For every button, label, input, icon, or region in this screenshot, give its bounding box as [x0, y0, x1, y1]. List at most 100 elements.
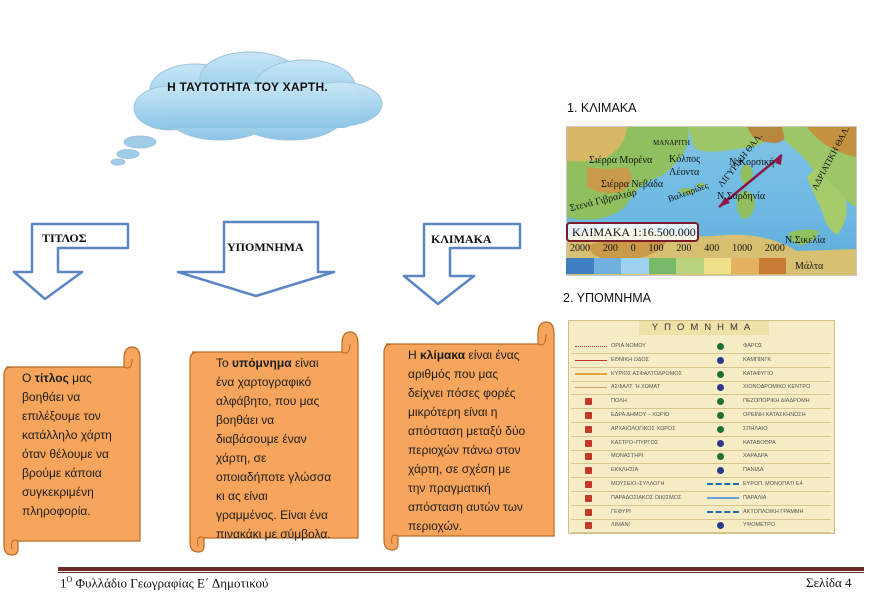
scroll-line: επιλέξουμε τον — [22, 409, 101, 423]
legend-divider — [571, 518, 831, 520]
legend-row-right: ΚΑΤΑΒΟΘΡΑ — [703, 438, 833, 449]
legend-heading: 2. ΥΠΟΜΝΗΜΑ — [563, 291, 651, 305]
elevation-strip — [566, 258, 786, 274]
legend-row-right: ΚΑΤΑΦΥΓΙΟ — [703, 369, 833, 380]
legend-symbol-icon — [703, 424, 743, 435]
map-label: ΜΑΝΑΡΙΤΗ — [653, 139, 690, 147]
map-label: Κόλπος Λέοντα — [669, 154, 701, 178]
legend-symbol-icon — [703, 369, 743, 380]
legend-divider — [571, 463, 831, 465]
map-scale-label: ΚΛΙΜΑΚΑ 1:16.500.000 — [566, 222, 699, 242]
legend-item-label: ΟΡΕΙΝΗ ΚΑΤΑΣΚΗΝΩΣΗ — [743, 412, 806, 418]
legend-symbol-icon — [703, 382, 743, 393]
scroll-line: δείχνει πόσες φορές — [408, 386, 516, 400]
scroll-line: συγκεκριμένη — [22, 485, 94, 499]
scroll-line: βρούμε κάποια — [22, 466, 102, 480]
legend-item-label: ΕΥΡΩΠ. ΜΟΝΟΠΑΤΙ Ε4 — [743, 481, 803, 487]
legend-row-left: ΑΣΦΑΛΤ. Ή ΧΩΜΑΤ — [571, 382, 701, 393]
elevation-number: 0 — [630, 243, 636, 254]
scroll-line: όταν θέλουμε να — [22, 447, 109, 461]
cloud-title: Η ΤΑΥΤΟΤΗΤΑ ΤΟΥ ΧΑΡΤΗ. — [167, 80, 328, 94]
legend-item-label: ΣΠΗΛΑΙΟ — [743, 425, 768, 432]
elevation-swatch — [593, 258, 621, 274]
scroll-line: χάρτη, σε — [216, 451, 267, 465]
legend-symbol-icon — [703, 520, 743, 531]
scroll-line: Η κλίμακα είναι ένας — [408, 348, 520, 362]
scroll-scale-text: Η κλίμακα είναι ένας αριθμός που μας δεί… — [408, 346, 554, 536]
legend-symbol-icon — [571, 369, 611, 380]
elevation-number: 100 — [648, 243, 664, 254]
scroll-line: πινακάκι με σύμβολα. — [216, 527, 331, 541]
legend-item-label: ΕΔΡΑ ΔΗΜΟΥ – ΧΩΡΙΟ — [611, 412, 670, 418]
legend-row-right: ΧΑΡΑΔΡΑ — [703, 451, 833, 462]
scroll-line: αριθμός που μας — [408, 367, 499, 381]
legend-row-right: ΟΡΕΙΝΗ ΚΑΤΑΣΚΗΝΩΣΗ — [703, 410, 833, 421]
scroll-title-panel: Ο τίτλος μας βοηθάει να επιλέξουμε τον κ… — [0, 345, 142, 557]
scroll-line: αλφάβητο, που μας — [216, 394, 320, 408]
scroll-line: διαβάσουμε έναν — [216, 432, 307, 446]
legend-row-right: ΧΙΟΝΟΔΡΟΜΙΚΟ ΚΕΝΤΡΟ — [703, 382, 833, 393]
arrow-label-title: ΤΙΤΛΟΣ — [42, 231, 87, 245]
legend-symbol-icon — [703, 355, 743, 366]
legend-divider — [571, 532, 831, 534]
elevation-swatch — [703, 258, 731, 274]
legend-divider — [571, 435, 831, 437]
legend-item-label: ΧΙΟΝΟΔΡΟΜΙΚΟ ΚΕΝΤΡΟ — [743, 384, 811, 391]
legend-symbol-icon — [703, 479, 743, 490]
arrow-label-scale: ΚΛΙΜΑΚΑ — [431, 232, 492, 246]
legend-row-right: ΣΠΗΛΑΙΟ — [703, 424, 833, 435]
elevation-swatch — [566, 258, 594, 274]
arrow-title-shape — [12, 222, 130, 301]
legend-item-label: ΚΥΡΙΟΣ ΑΣΦΑΛΤΟΔΡΟΜΟΣ — [611, 370, 682, 377]
scroll-line: οποιαδήποτε γλώσσα — [216, 470, 332, 484]
map-label: Ν.Κορσική — [729, 157, 775, 168]
scroll-legend-panel: Το υπόμνημα είναι ένα χαρτογραφικό αλφάβ… — [186, 330, 362, 554]
legend-divider — [571, 504, 831, 506]
legend-item-label: ΠΑΝΙΔΑ — [743, 467, 764, 474]
legend-item-label: ΕΚΚΛΗΣΙΑ — [611, 467, 639, 474]
legend-divider — [571, 380, 831, 382]
legend-row-right: ΕΥΡΩΠ. ΜΟΝΟΠΑΤΙ Ε4 — [703, 479, 833, 490]
scroll-line: την πραγματική — [408, 481, 491, 495]
legend-item-label: ΚΑΜΠΙΝΓΚ — [743, 356, 772, 363]
arrow-legend-shape — [176, 220, 336, 298]
legend-divider — [571, 353, 831, 354]
footer-title: 1Ο Φυλλάδιο Γεωγραφίας Ε΄ Δημοτικού — [60, 575, 268, 591]
scroll-line: χάρτη, σε σχέση με — [408, 462, 511, 476]
legend-item-label: ΚΑΤΑΒΟΘΡΑ — [743, 439, 776, 446]
legend-row-left: ΕΘΝΙΚΗ ΟΔΟΣ — [571, 355, 701, 366]
legend-item-label: ΕΘΝΙΚΗ ΟΔΟΣ — [611, 356, 650, 363]
legend-row-left: ΜΟΥΣΕΙΟ–ΣΥΛΛΟΓΗ — [571, 479, 701, 490]
footer-rule — [58, 567, 864, 571]
scroll-shape — [3, 346, 141, 556]
legend-item-label: ΜΟΥΣΕΙΟ–ΣΥΛΛΟΓΗ — [611, 481, 665, 487]
legend-row-right: ΥΨΟΜΕΤΡΟ — [703, 520, 833, 531]
legend-row-left: ΕΔΡΑ ΔΗΜΟΥ – ΧΩΡΙΟ — [571, 410, 701, 421]
scroll-line: κι ας είναι — [216, 489, 268, 503]
legend-image-title: ΥΠΟΜΝΗΜΑ — [639, 321, 769, 335]
scroll-line: περιοχών. — [408, 519, 463, 533]
elevation-number: 200 — [676, 243, 692, 254]
footer-superscript: Ο — [66, 575, 73, 584]
legend-row-left: ΛΙΜΑΝΙ — [571, 520, 701, 531]
legend-symbol-icon — [571, 410, 611, 421]
legend-row-left: ΟΡΙΑ ΝΟΜΟΥ — [571, 341, 701, 352]
scroll-line: Ο τίτλος μας — [22, 371, 92, 385]
legend-symbol-icon — [571, 438, 611, 449]
cloud-shape — [110, 51, 383, 166]
elevation-numbers: 2000 200 0 100 200 400 1000 2000 — [570, 243, 785, 254]
scroll-line: κατάλληλο χάρτη — [22, 428, 112, 442]
legend-symbol-icon — [571, 493, 611, 504]
scroll-line: βοηθάει να — [216, 413, 275, 427]
legend-item-label: ΑΡΧΑΙΟΛΟΓΙΚΟΣ ΧΩΡΟΣ — [611, 425, 676, 432]
legend-row-left: ΓΕΦΥΡΙ — [571, 507, 701, 518]
legend-row-left: ΚΥΡΙΟΣ ΑΣΦΑΛΤΟΔΡΟΜΟΣ — [571, 369, 701, 380]
scroll-line: βοηθάει να — [22, 390, 81, 404]
elevation-number: 1000 — [732, 243, 753, 254]
legend-item-label: ΓΕΦΥΡΙ — [611, 508, 631, 515]
legend-symbol-icon — [571, 355, 611, 366]
page-number: Σελίδα 4 — [806, 575, 852, 590]
map-label: Σιέρρα Μορένα — [589, 155, 653, 166]
arrow-scale-shape — [402, 222, 522, 306]
legend-item-label: ΜΟΝΑΣΤΗΡΙ — [611, 453, 644, 460]
